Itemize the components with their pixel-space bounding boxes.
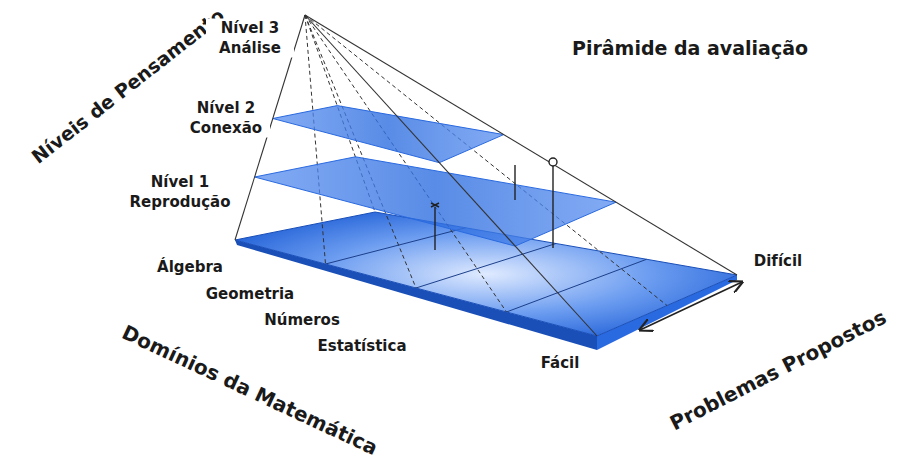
axis-title: Níveis de Pensamento [25,2,231,170]
difficulty-label: Difícil [752,252,804,272]
base-grid [326,228,647,312]
axis-title: Problemas Propostos [664,303,893,437]
domain-label: Números [262,311,342,331]
page-title: Pirâmide da avaliação [570,36,810,61]
difficulty-label: Fácil [539,354,582,374]
level-label: Nível 2 Conexão [182,99,270,138]
pyramid-edges [235,15,737,336]
level-label: Nível 1 Reprodução [122,173,238,212]
marker-pins [431,158,557,250]
level-label: Nível 3 Análise [206,19,294,58]
domain-label: Geometria [204,285,296,305]
domain-label: Álgebra [155,258,225,278]
domain-label: Estatística [315,337,408,357]
difficulty-arrow [640,282,742,330]
